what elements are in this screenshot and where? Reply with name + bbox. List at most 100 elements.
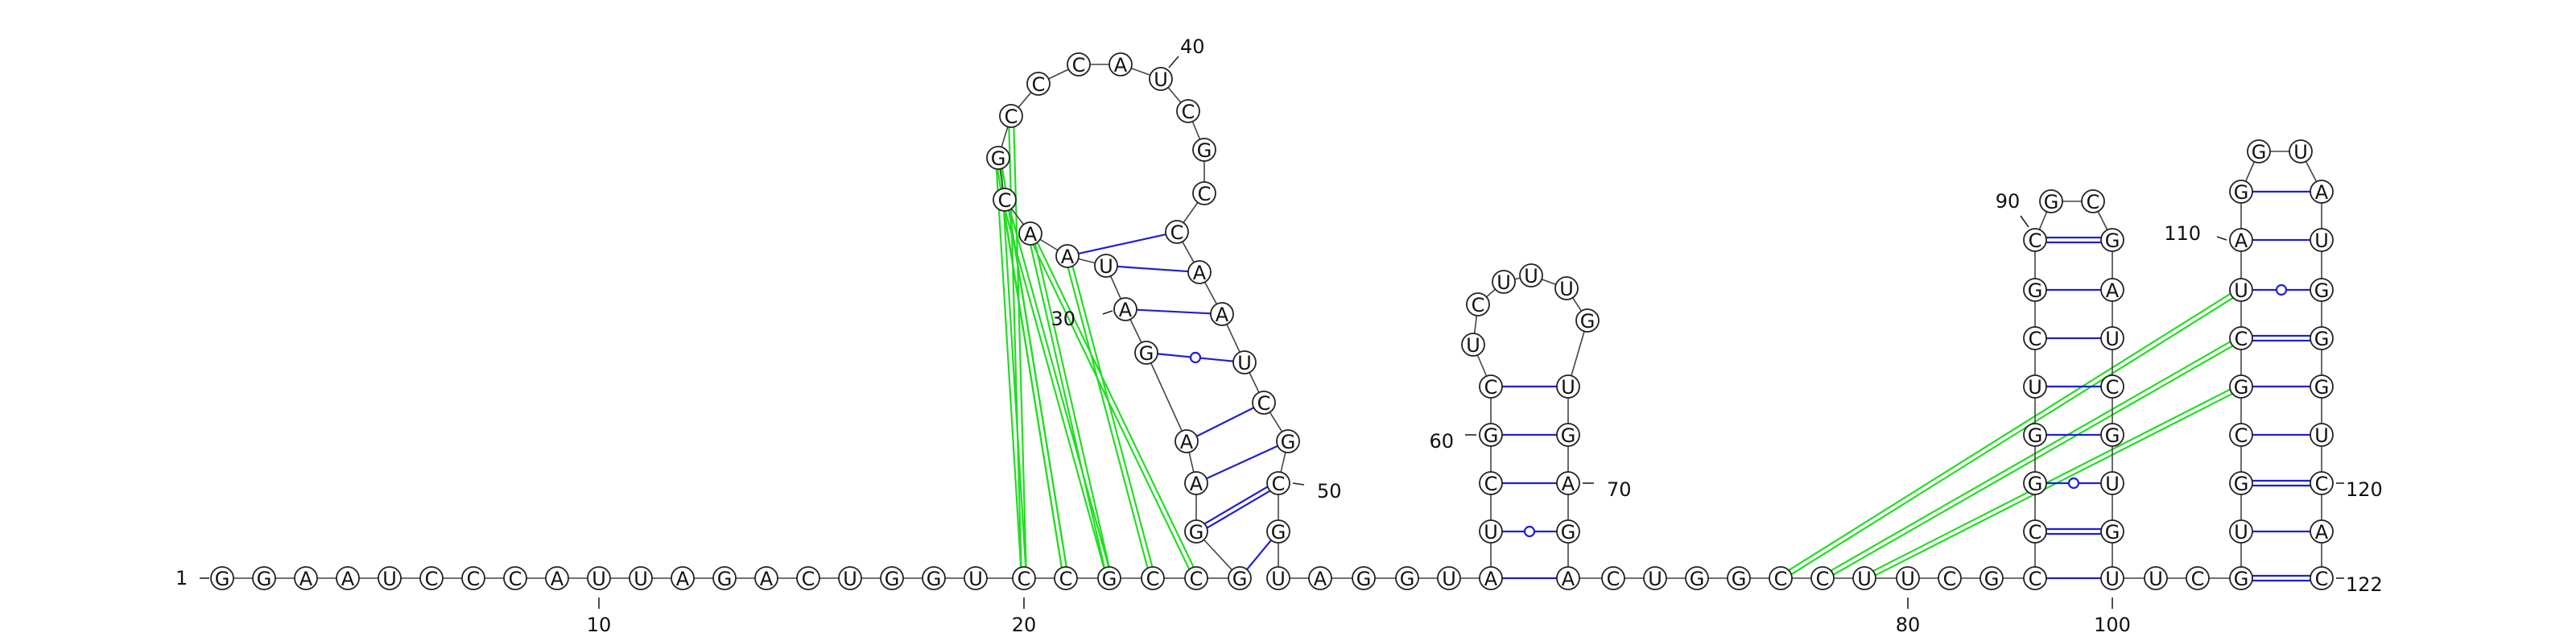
nucleotide-circle	[1276, 429, 1300, 453]
nucleotide-letter: U	[634, 568, 648, 590]
nucleotide: A	[2229, 228, 2253, 252]
nucleotide-circle	[2229, 519, 2253, 544]
gu-pair-dot	[1523, 525, 1536, 538]
backbone-segment	[1146, 352, 1187, 442]
nucleotide: C	[1012, 566, 1036, 590]
nucleotide-letter: A	[341, 568, 355, 590]
nucleotide: U	[1643, 566, 1667, 590]
nucleotide-circle	[1556, 374, 1580, 399]
pseudoknot-pair-line	[999, 157, 1028, 578]
nucleotide: A	[2100, 278, 2124, 302]
nucleotide: U	[2310, 228, 2334, 252]
au-pair-line	[1136, 308, 1212, 315]
nucleotide-letter: G	[2314, 328, 2330, 350]
nucleotide: C	[2229, 423, 2253, 447]
nucleotide: U	[2023, 374, 2047, 399]
nucleotide: A	[754, 566, 778, 590]
pseudoknot-pair-line	[1064, 256, 1152, 580]
nucleotide-circle	[1067, 52, 1091, 77]
nucleotide: G	[2229, 471, 2253, 495]
nucleotide-letter: A	[1190, 473, 1203, 495]
numbering-label: 70	[1607, 478, 1632, 501]
nucleotide-circle	[2039, 189, 2063, 213]
nucleotide-circle	[986, 146, 1010, 170]
nucleotide-letter: G	[2028, 473, 2043, 495]
nucleotide: G	[2229, 180, 2253, 204]
nucleotide-circle	[2023, 228, 2047, 252]
nucleotide-letter: G	[2252, 141, 2267, 163]
nucleotide: C	[796, 566, 820, 590]
nucleotide-letter: C	[1170, 221, 1184, 244]
nucleotide-letter: C	[1484, 473, 1498, 495]
nucleotide-letter: A	[2106, 279, 2120, 302]
gu-pair-dot	[2067, 477, 2080, 490]
nucleotide-letter: C	[998, 189, 1012, 212]
nucleotide: C	[2023, 326, 2047, 350]
nucleotide: U	[1266, 566, 1290, 590]
nucleotide-letter: U	[592, 568, 606, 590]
nucleotide-circle	[1556, 471, 1580, 495]
nucleotide: U	[1554, 276, 1579, 300]
nucleotide-circle	[1896, 566, 1920, 590]
nucleotide-letter: C	[2029, 521, 2042, 544]
numbering-label: 120	[2346, 478, 2383, 501]
nucleotide-circle	[1938, 566, 1962, 590]
nucleotide-circle	[999, 104, 1023, 128]
nucleotide-letter: G	[2234, 473, 2249, 495]
nucleotide-letter: U	[1496, 271, 1511, 294]
nucleotide: U	[629, 566, 653, 590]
nucleotide: C	[1252, 391, 1276, 415]
nucleotide-letter: U	[1524, 265, 1538, 287]
nucleotide-circle	[2310, 228, 2334, 252]
nucleotide-letter: C	[1257, 392, 1271, 415]
nucleotide-letter: A	[2315, 521, 2329, 544]
nucleotide: C	[2186, 566, 2210, 590]
nucleotide-letter: U	[2293, 141, 2308, 163]
nucleotide-letter: G	[1561, 521, 1576, 544]
nucleotide-circle	[1094, 254, 1118, 278]
numbering-label: 50	[1317, 480, 1342, 502]
nucleotide-circle	[1810, 566, 1835, 590]
nucleotide-letter: A	[299, 568, 313, 590]
nucleotide: G	[986, 146, 1010, 170]
nucleotide-circle	[2100, 228, 2124, 252]
nucleotide-letter: C	[1146, 568, 1160, 590]
gc-pair-line	[1207, 490, 1271, 529]
nucleotide-circle	[1519, 263, 1543, 287]
nucleotide-circle	[1685, 566, 1709, 590]
nucleotide-letter: G	[1484, 424, 1499, 447]
nucleotide: C	[1769, 566, 1793, 590]
nucleotide-letter: C	[1484, 376, 1498, 399]
nucleotide-circle	[2229, 326, 2253, 350]
nucleotide: U	[1479, 519, 1503, 544]
nucleotide-circle	[1252, 391, 1276, 415]
nucleotide: U	[2289, 139, 2313, 163]
numbering-tick	[1168, 56, 1179, 68]
nucleotide-circle	[1979, 566, 2004, 590]
nucleotide: U	[2100, 566, 2124, 590]
nucleotide: C	[999, 104, 1023, 128]
nucleotide-circle	[1210, 302, 1234, 326]
nucleotide: A	[1479, 566, 1503, 590]
nucleotide-circle	[2100, 278, 2124, 302]
nucleotide-letter: C	[2235, 328, 2248, 350]
nucleotide-circle	[2247, 139, 2271, 163]
nucleotide-circle	[1192, 181, 1216, 205]
nucleotide-circle	[1026, 72, 1051, 96]
nucleotide-letter: G	[1102, 568, 1117, 590]
nucleotide-circle	[1769, 566, 1793, 590]
nucleotide: C	[1184, 566, 1208, 590]
nucleotide-circle	[2186, 566, 2210, 590]
nucleotide-circle	[2100, 519, 2124, 544]
nucleotide-letter: U	[1648, 568, 1662, 590]
numbering-label: 90	[1996, 190, 2021, 213]
pseudoknot-pair-line	[1027, 234, 1195, 580]
nucleotide-letter: G	[2314, 279, 2330, 302]
nucleotide-letter: C	[2029, 568, 2042, 590]
gu-pair-dot	[2275, 283, 2288, 296]
nucleotide: G	[2023, 471, 2047, 495]
nucleotide-circle	[964, 566, 988, 590]
nucleotide: A	[1018, 221, 1042, 246]
nucleotide-circle	[712, 566, 737, 590]
